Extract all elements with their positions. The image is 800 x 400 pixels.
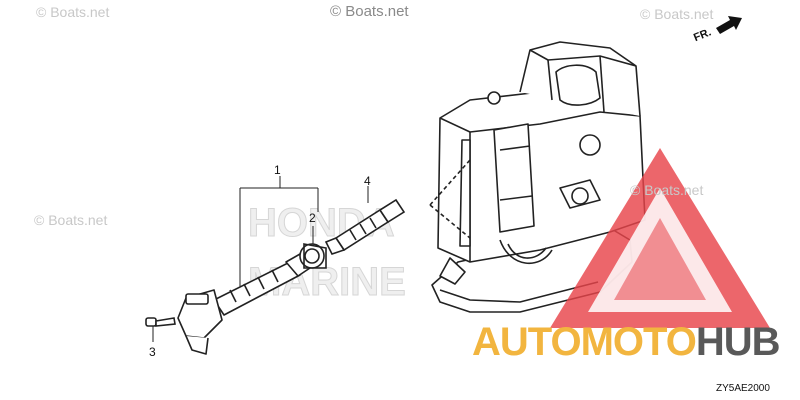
coil-boot xyxy=(299,243,327,269)
watermark-mid-left: © Boats.net xyxy=(34,212,108,228)
brand-wordmark-part-a: AUTOMOTO xyxy=(472,320,697,364)
callout-2: 2 xyxy=(309,211,316,225)
spark-plug xyxy=(324,198,406,255)
callout-3: 3 xyxy=(149,345,156,359)
ignition-coil xyxy=(177,253,311,355)
watermark-top-right: © Boats.net xyxy=(640,6,714,22)
watermark-top: © Boats.net xyxy=(330,3,409,20)
watermark-top-left: © Boats.net xyxy=(36,4,110,20)
watermark-mid-right: © Boats.net xyxy=(630,182,704,198)
mounting-bolt xyxy=(145,317,176,327)
triangle-logo-icon xyxy=(550,148,770,328)
brand-wordmark-part-b: HUB xyxy=(695,320,781,364)
diagram-code: ZY5AE2000 xyxy=(716,383,770,394)
callout-1: 1 xyxy=(274,163,281,177)
front-direction-arrow-icon xyxy=(716,16,742,34)
brand-wordmark: AUTOMOTOHUB xyxy=(472,320,781,364)
callout-4: 4 xyxy=(364,174,371,188)
callout-leaders xyxy=(152,176,369,342)
